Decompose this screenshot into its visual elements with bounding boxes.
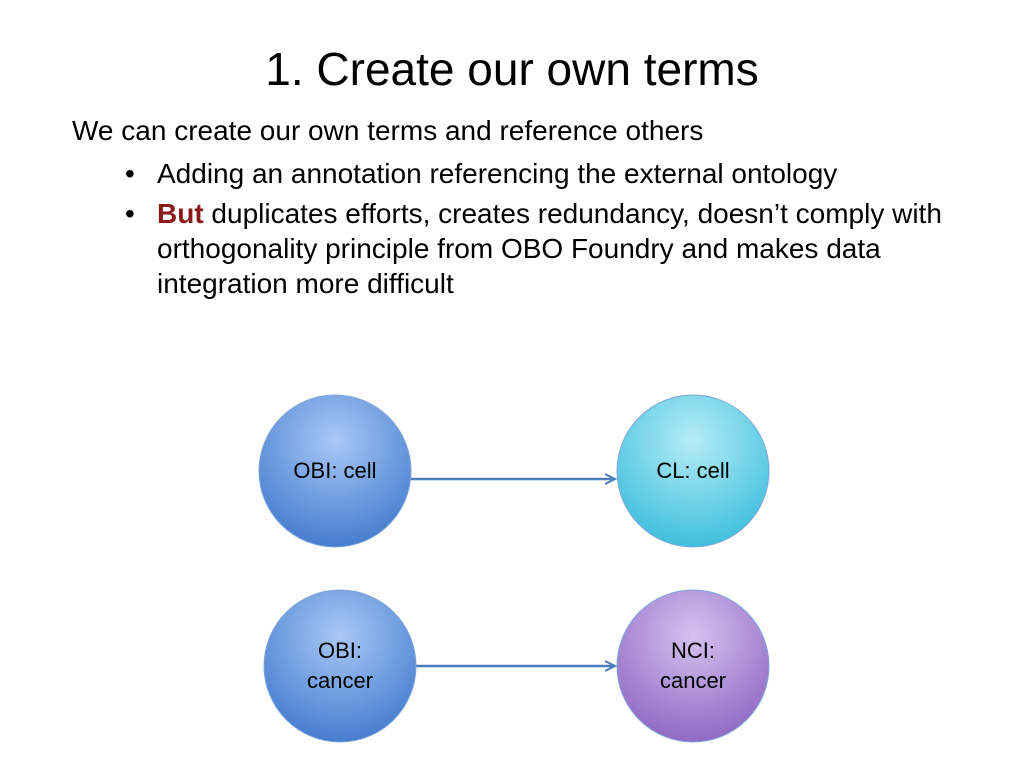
node-label: cancer	[307, 668, 373, 693]
bullet-list: • Adding an annotation referencing the e…	[125, 156, 985, 306]
bullet-marker: •	[125, 198, 135, 229]
node-label: NCI:	[671, 638, 715, 663]
node-obi-cancer: OBI: cancer	[263, 589, 417, 743]
node-label: OBI:	[318, 638, 362, 663]
node-label: OBI: cell	[293, 458, 376, 483]
node-label: CL: cell	[656, 458, 729, 483]
node-label: cancer	[660, 668, 726, 693]
bullet-marker: •	[125, 158, 135, 189]
node-cl-cell: CL: cell	[616, 394, 770, 548]
bullet-text: Adding an annotation referencing the ext…	[157, 158, 838, 189]
node-circle	[263, 589, 417, 743]
bullet-item-drawbacks: • But duplicates efforts, creates redund…	[125, 196, 985, 301]
node-circle	[616, 589, 770, 743]
bullet-item-annotation: • Adding an annotation referencing the e…	[125, 156, 985, 191]
node-nci-cancer: NCI: cancer	[616, 589, 770, 743]
node-obi-cell: OBI: cell	[258, 394, 412, 548]
bullet-emphasis: But	[157, 198, 204, 229]
lead-text: We can create our own terms and referenc…	[72, 115, 704, 146]
node-circle	[616, 394, 770, 548]
node-circle	[258, 394, 412, 548]
bullet-text: duplicates efforts, creates redundancy, …	[157, 198, 942, 299]
slide-title: 1. Create our own terms	[265, 43, 759, 95]
